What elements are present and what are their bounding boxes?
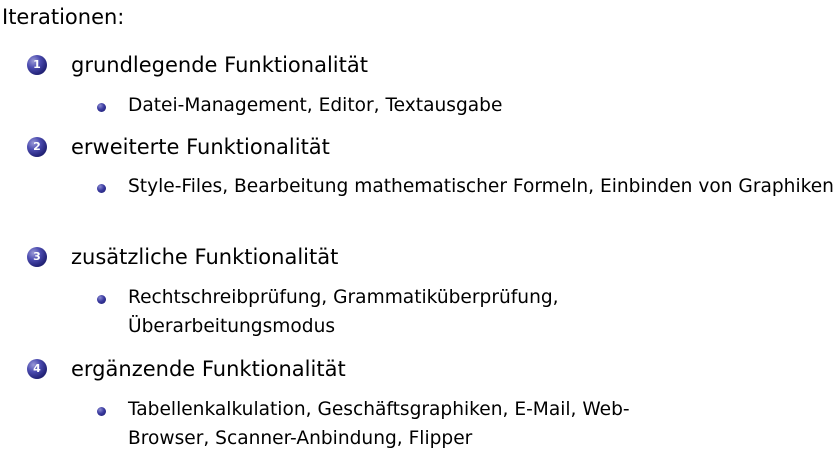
bullet-icon bbox=[97, 407, 106, 416]
item-label: zusätzliche Funktionalität bbox=[71, 245, 339, 269]
bullet-icon bbox=[97, 295, 106, 304]
bullet-icon bbox=[97, 184, 106, 193]
sub-item-text: Datei-Management, Editor, Textausgabe bbox=[128, 95, 503, 116]
enumeration-ball-icon: 4 bbox=[27, 359, 47, 379]
enumeration-ball-icon: 2 bbox=[27, 137, 47, 157]
item-label: grundlegende Funktionalität bbox=[71, 53, 368, 77]
enumeration-ball-icon: 3 bbox=[27, 247, 47, 267]
enumeration-ball-icon: 1 bbox=[27, 55, 47, 75]
sub-item-text: Rechtschreibprüfung, Grammatiküberprüfun… bbox=[128, 287, 559, 337]
sub-item-text: Style-Files, Bearbeitung mathematischer … bbox=[128, 176, 834, 197]
sub-item-text: Tabellenkalkulation, Geschäftsgraphiken,… bbox=[128, 399, 630, 449]
bullet-icon bbox=[97, 103, 106, 112]
slide-heading: Iterationen: bbox=[2, 5, 125, 29]
item-label: ergänzende Funktionalität bbox=[71, 357, 346, 381]
item-label: erweiterte Funktionalität bbox=[71, 135, 330, 159]
